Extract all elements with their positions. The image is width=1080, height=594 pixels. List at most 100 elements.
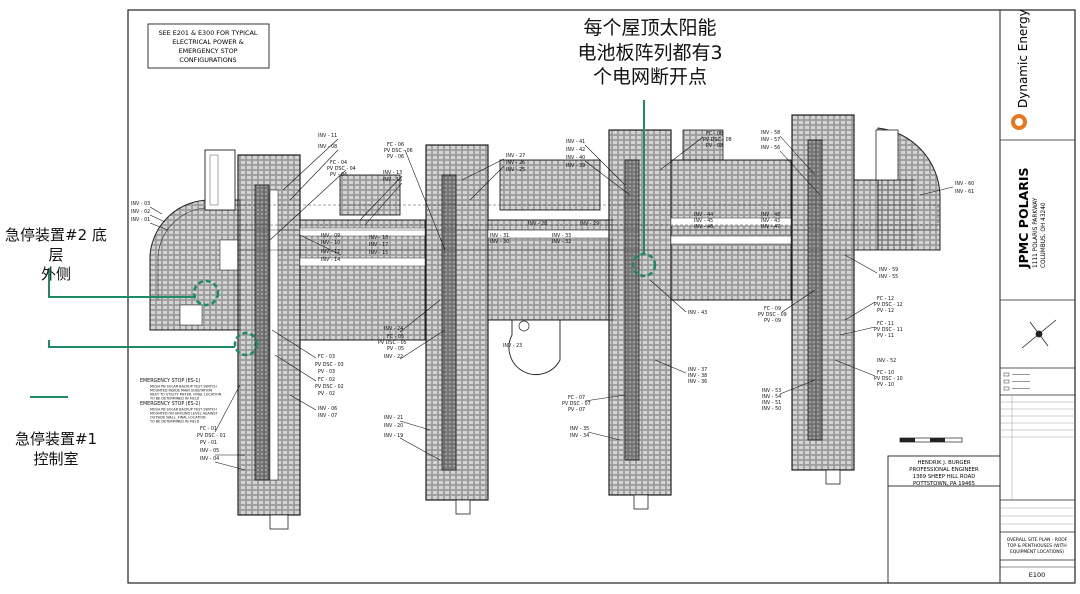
label-inv02: INV - 02 bbox=[131, 209, 150, 215]
label-inv15: INV - 15 bbox=[369, 250, 388, 256]
label-pv06: PV - 06 bbox=[387, 154, 404, 160]
label-pv07: PV - 07 bbox=[568, 407, 585, 413]
label-inv53: INV - 53 bbox=[762, 388, 781, 394]
label-fc08: FC - 08 bbox=[706, 131, 723, 137]
label-inv03: INV - 03 bbox=[131, 201, 150, 207]
label-fc12: FC - 12 bbox=[877, 296, 894, 302]
annotation-top-line-1: 每个屋顶太阳能 bbox=[583, 17, 717, 39]
label-fc06: FC - 06 bbox=[387, 142, 404, 148]
label-inv18: INV - 18 bbox=[369, 235, 388, 241]
building-d bbox=[791, 114, 941, 485]
label-inv61: INV - 61 bbox=[955, 189, 974, 195]
es2-sub1: MUSH PB SOLAR BACKUP TEST SWITCH bbox=[150, 408, 217, 412]
label-inv55: INV - 55 bbox=[879, 274, 898, 280]
label-inv25: INV - 25 bbox=[506, 167, 525, 173]
scale-bar bbox=[899, 437, 963, 443]
label-inv05: INV - 05 bbox=[200, 448, 219, 454]
label-inv17: INV - 17 bbox=[369, 242, 388, 248]
label-fc01: FC - 01 bbox=[200, 426, 217, 432]
compass-icon bbox=[1021, 319, 1057, 349]
label-inv34: INV - 34 bbox=[570, 433, 589, 439]
label-inv36: INV - 36 bbox=[688, 379, 707, 385]
label-inv04: INV - 04 bbox=[200, 456, 219, 462]
label-pvdsc09: PV DSC - 09 bbox=[758, 312, 787, 318]
es1-title: EMERGENCY STOP (ES-1) bbox=[140, 378, 200, 384]
engineer-name: HENDRIK J. BURGER bbox=[917, 460, 970, 466]
notes-line-1: SEE E201 & E300 FOR TYPICAL bbox=[159, 29, 258, 37]
annotation-top-line-2: 电池板阵列都有3 bbox=[577, 41, 723, 64]
label-fc02: FC - 02 bbox=[318, 377, 335, 383]
es1-sub1: MUSH PB SOLAR BACKUP TEST SWITCH bbox=[150, 385, 217, 389]
label-inv23: INV - 23 bbox=[503, 343, 522, 349]
label-pv09: PV - 09 bbox=[764, 318, 781, 324]
engineer-city: POTTSTOWN, PA 19465 bbox=[913, 481, 975, 487]
label-pvdsc07: PV DSC - 07 bbox=[562, 401, 591, 407]
label-inv54: INV - 54 bbox=[762, 394, 781, 400]
annotation-estop-1: 急停装置#1 控制室 bbox=[6, 430, 106, 469]
label-inv21: INV - 21 bbox=[384, 415, 403, 421]
callout-lines bbox=[48, 100, 645, 348]
label-inv43-b: INV - 43 bbox=[761, 218, 780, 224]
label-inv51: INV - 51 bbox=[762, 400, 781, 406]
annotation-estop2-line-1: 急停装置#2 底层 bbox=[5, 226, 107, 264]
label-inv01: INV - 01 bbox=[131, 217, 150, 223]
label-fc07: FC - 07 bbox=[568, 395, 585, 401]
label-pv08: PV - 08 bbox=[706, 143, 723, 149]
label-pv02: PV - 02 bbox=[318, 391, 335, 397]
building-b bbox=[425, 144, 614, 515]
label-inv12: INV - 12 bbox=[321, 249, 340, 255]
label-pv12: PV - 12 bbox=[877, 308, 894, 314]
label-fc04: FC - 04 bbox=[330, 160, 347, 166]
label-inv16: INV - 16 bbox=[383, 177, 402, 183]
label-pvdsc10: PV DSC - 10 bbox=[874, 376, 903, 382]
disconnect-circle-estop1 bbox=[233, 331, 259, 357]
label-inv31: INV - 31 bbox=[490, 233, 509, 239]
label-inv58: INV - 58 bbox=[761, 130, 780, 136]
label-pvdsc01: PV DSC - 01 bbox=[197, 433, 226, 439]
label-inv28: INV - 28 bbox=[528, 221, 547, 227]
annotation-estop1-line-2: 控制室 bbox=[33, 449, 79, 468]
label-inv08: INV - 08 bbox=[318, 144, 337, 150]
label-pvdsc12: PV DSC - 12 bbox=[874, 302, 903, 308]
label-pvdsc04: PV DSC - 04 bbox=[327, 166, 356, 172]
labels-b: FC - 06 PV DSC - 06 PV - 06 INV - 27 INV… bbox=[378, 142, 599, 439]
label-fc05: FC - 05 bbox=[387, 334, 404, 340]
es1-sub2: MOUNTED INSIDE MAIN SUBSTATION bbox=[150, 389, 213, 393]
engineer-box bbox=[887, 455, 1001, 487]
label-inv09: INV - 09 bbox=[321, 233, 340, 239]
label-pv11: PV - 11 bbox=[877, 333, 894, 339]
label-inv19: INV - 19 bbox=[384, 433, 403, 439]
label-inv48: INV - 48 bbox=[761, 212, 780, 218]
label-inv35: INV - 35 bbox=[570, 426, 589, 432]
sheet-title-2: TOP & PENTHOUSES (WITH bbox=[1006, 543, 1066, 549]
label-pv01: PV - 01 bbox=[200, 440, 217, 446]
annotation-estop2-line-2: 外侧 bbox=[40, 265, 71, 283]
sheet-title-3: EQUIPMENT LOCATIONS) bbox=[1010, 549, 1064, 555]
es2-title: EMERGENCY STOP (ES-2) bbox=[140, 401, 200, 407]
label-pvdsc08: PV DSC - 08 bbox=[703, 137, 732, 143]
corridor bbox=[237, 204, 939, 226]
label-fc10: FC - 10 bbox=[877, 370, 894, 376]
label-pvdsc06: PV DSC - 06 bbox=[384, 148, 413, 154]
label-inv14: INV - 14 bbox=[321, 257, 340, 263]
labels-c: INV - 41 INV - 42 INV - 40 INV - 39 FC -… bbox=[562, 131, 780, 439]
labels-d: INV - 58 INV - 57 INV - 56 INV - 60 INV … bbox=[758, 130, 974, 412]
annotation-disconnects: 每个屋顶太阳能 电池板阵列都有3 个电网断开点 bbox=[560, 16, 740, 90]
sheet-number: E100 bbox=[1029, 571, 1046, 579]
label-pv04: PV - 04 bbox=[330, 172, 347, 178]
estop-notes: EMERGENCY STOP (ES-1) MUSH PB SOLAR BACK… bbox=[140, 378, 222, 424]
label-inv11: INV - 11 bbox=[318, 133, 337, 139]
label-pv05: PV - 05 bbox=[387, 346, 404, 352]
notes-line-2: ELECTRICAL POWER & bbox=[172, 38, 243, 46]
disconnect-circle-estop2 bbox=[192, 279, 220, 307]
annotation-top-line-3: 个电网断开点 bbox=[592, 66, 707, 89]
label-inv29: INV - 29 bbox=[580, 221, 599, 227]
project-address: 1111 POLARIS PARKWAY bbox=[1033, 197, 1039, 268]
label-inv37: INV - 37 bbox=[688, 367, 707, 373]
notes-line-3: EMERGENCY STOP bbox=[179, 47, 238, 55]
es2-sub4: TO BE DETERMINED IN FIELD bbox=[149, 420, 200, 424]
label-inv40: INV - 40 bbox=[566, 155, 585, 161]
legend bbox=[1003, 372, 1030, 391]
